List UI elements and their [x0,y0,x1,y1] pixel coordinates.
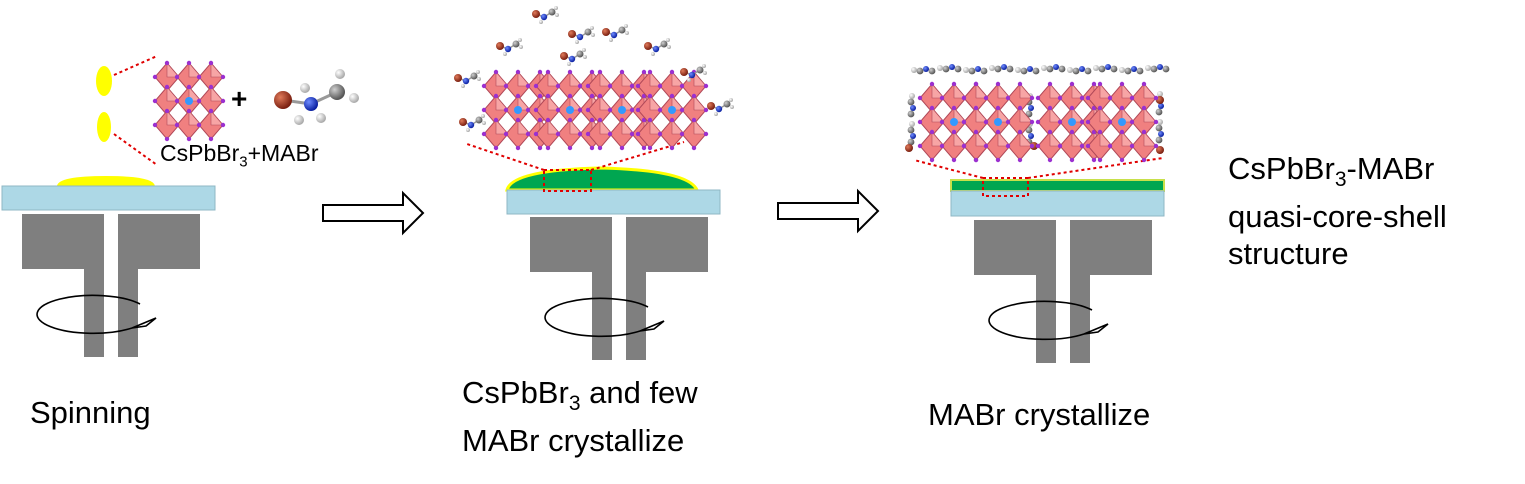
mabr-molecule [601,23,630,43]
stage2-caption: CsPbBr3 and few MABr crystallize [462,374,698,459]
stage1-spinner [1,55,359,358]
plus-sign: + [231,83,248,114]
mabr-molecule [453,69,482,89]
zoom-line [113,133,158,166]
stage1-caption: Spinning [30,395,151,430]
result-line1: CsPbBr3-MABr [1228,151,1435,192]
stage2-caption-line2: MABr crystallize [462,423,685,459]
mabr-molecule [706,97,735,117]
zoom-line [590,141,685,171]
stage2-caption-line1: CsPbBr3 and few [462,375,698,416]
spin-chuck [973,219,1153,364]
wet-film [505,166,700,192]
stage3-spinner [905,64,1170,364]
precursor-formula: CsPbBr [160,140,240,166]
zoom-box [982,177,1029,197]
solution-puddle [57,176,155,186]
mabr-molecule [495,37,524,57]
result-line3: structure [1228,236,1349,272]
perovskite-cluster [636,70,708,150]
perovskite-cluster [153,61,225,141]
substrate [1,185,216,211]
perovskite-cluster [1086,82,1158,162]
precursor-suffix: +MABr [247,140,319,166]
spin-chuck [529,216,709,361]
process-arrow [322,190,425,236]
mabr-molecule [567,25,596,45]
zoom-line [913,159,984,179]
perovskite-cluster [962,82,1034,162]
solution-drop-bottom [97,112,111,142]
precursor-subscript: 3 [239,153,248,171]
stage2-spinner [453,5,735,361]
mabr-molecule [274,69,359,125]
spin-chuck [21,213,201,358]
zoom-line [1027,157,1164,179]
mabr-molecule [458,113,487,133]
zoom-box [543,169,592,192]
mabr-molecule [643,37,672,57]
mabr-molecule [531,5,560,25]
solution-drop-top [96,66,112,96]
mabr-molecule [559,47,588,67]
substrate [506,189,721,215]
stage3-caption: MABr crystallize [928,397,1151,432]
precursor-label: CsPbBr3+MABr [160,140,319,171]
result-label: CsPbBr3-MABr quasi-core-shell structure [1228,150,1447,272]
zoom-line [466,143,545,171]
process-arrow [777,188,880,234]
result-line2: quasi-core-shell [1228,199,1447,235]
zoom-line [113,55,158,76]
